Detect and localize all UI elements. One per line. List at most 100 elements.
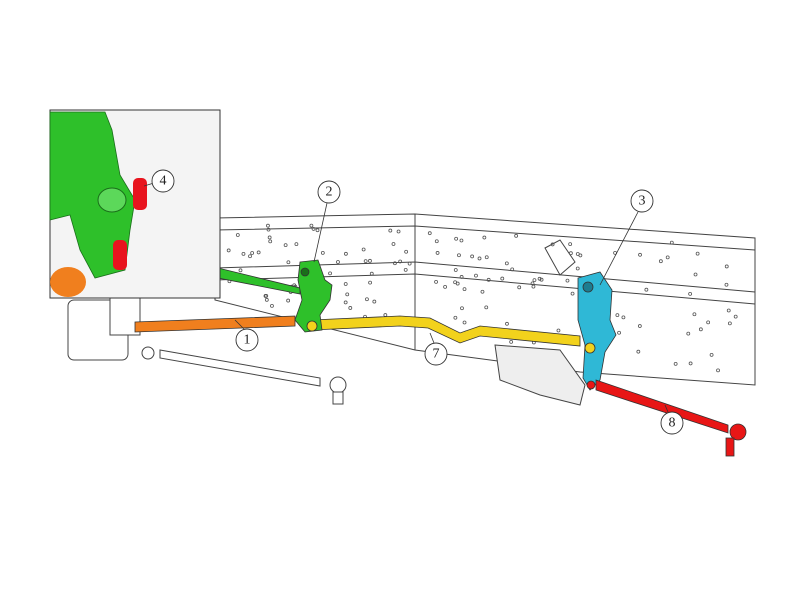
callouts: 1 2 3 4 7 8 — [151, 169, 684, 435]
rivet — [311, 227, 316, 231]
rivet — [638, 252, 642, 257]
rivet — [550, 242, 555, 247]
rivet — [693, 272, 698, 277]
rivet — [726, 308, 731, 313]
rivet — [539, 277, 544, 282]
lower-tie-rod — [159, 349, 347, 405]
rivet — [724, 264, 729, 269]
rivet — [578, 253, 583, 258]
rivet — [226, 248, 231, 253]
rivet — [644, 287, 649, 292]
rivet — [709, 352, 714, 357]
rivet — [283, 243, 288, 248]
rivet — [396, 229, 401, 234]
rivet — [453, 280, 457, 285]
callout-1: 1 — [235, 328, 259, 352]
rivet — [724, 282, 729, 287]
rivet — [462, 320, 467, 325]
rivet — [235, 233, 240, 237]
rivet — [263, 294, 268, 298]
rivet — [460, 306, 464, 311]
rivet — [266, 227, 271, 232]
callout-3: 3 — [630, 189, 654, 213]
callout-circle — [660, 411, 684, 435]
rivet — [270, 303, 274, 308]
detail-inset — [49, 109, 221, 299]
rivet — [484, 305, 489, 310]
rivet — [427, 231, 432, 236]
rivet — [531, 284, 536, 289]
rivet — [453, 315, 458, 320]
rivet — [480, 289, 485, 294]
rivet — [344, 251, 348, 256]
rivet — [673, 361, 678, 366]
rivet — [517, 285, 522, 290]
rivet — [368, 280, 372, 285]
rivet — [568, 242, 573, 246]
rivet — [434, 239, 439, 244]
rivet — [343, 300, 348, 305]
rivet — [398, 259, 403, 264]
rivet — [268, 239, 273, 244]
callout-label: 8 — [669, 416, 676, 431]
rivet — [617, 330, 621, 335]
rivet — [484, 255, 489, 260]
rivet — [404, 249, 409, 254]
rivet — [286, 298, 291, 303]
rivet — [565, 278, 570, 283]
rivet — [570, 291, 575, 296]
rivet — [336, 260, 340, 264]
rivet — [505, 321, 509, 326]
callout-4: 4 — [151, 169, 175, 193]
callout-label: 1 — [244, 333, 251, 348]
rivet — [264, 297, 269, 302]
rivet — [241, 251, 246, 256]
rivet — [727, 321, 732, 326]
rivet — [361, 247, 366, 252]
rivet — [706, 320, 711, 325]
callout-7: 7 — [424, 342, 448, 366]
callout-circle — [424, 342, 448, 366]
rivet — [372, 299, 377, 304]
callout-label: 4 — [160, 174, 167, 189]
rivet — [309, 223, 314, 228]
leader-lines — [143, 182, 669, 413]
rivet — [286, 260, 291, 265]
rivet — [509, 339, 514, 344]
rivet — [315, 228, 320, 233]
rivet — [474, 273, 478, 278]
rivet — [665, 255, 670, 260]
frame-bracket — [494, 344, 586, 406]
rivet — [688, 361, 693, 366]
callout-circle — [317, 180, 341, 204]
rod-8 — [595, 379, 747, 457]
rivet — [454, 236, 459, 241]
rivet — [532, 278, 537, 283]
callout-circle — [151, 169, 175, 193]
rivet — [294, 242, 299, 247]
callout-circle — [630, 189, 654, 213]
rivet — [343, 282, 348, 286]
rivet — [537, 276, 542, 281]
rivet — [716, 368, 720, 373]
rivet — [348, 306, 353, 310]
rivet — [514, 233, 519, 238]
rivet — [477, 256, 482, 261]
rod-1 — [134, 315, 296, 333]
rivet — [556, 328, 561, 333]
callout-label: 7 — [433, 347, 440, 362]
rivet — [482, 235, 487, 240]
callout-8: 8 — [660, 411, 684, 435]
rod-7 — [311, 315, 581, 347]
rivet — [407, 261, 412, 266]
rivet — [692, 312, 697, 317]
rivet — [669, 240, 674, 245]
rivet — [345, 292, 350, 297]
rivet — [238, 268, 243, 273]
rivet — [530, 281, 535, 286]
bracket-2 — [294, 259, 333, 333]
callout-label: 2 — [326, 185, 333, 200]
rivet — [486, 277, 491, 282]
rivet — [435, 251, 440, 255]
